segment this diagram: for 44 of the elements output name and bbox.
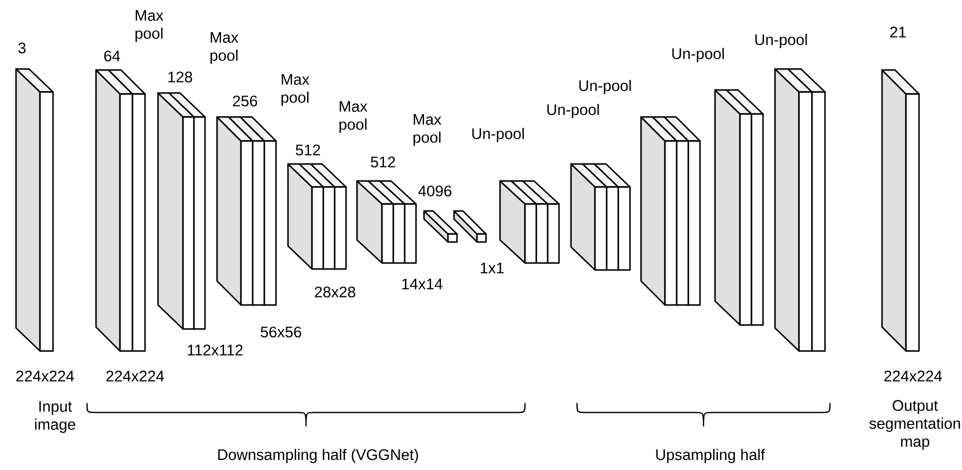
size-label: 224x224	[16, 370, 74, 382]
pool-label: Un-pool	[672, 48, 724, 62]
layer-block	[453, 210, 487, 243]
size-label: 224x224	[106, 370, 164, 382]
layer-block	[640, 116, 701, 306]
channel-count: 64	[104, 50, 120, 62]
layer-block	[287, 163, 347, 270]
pool-label: Un-pool	[472, 128, 524, 142]
pool-label: Max pool	[414, 114, 442, 146]
layer-block	[356, 180, 417, 264]
layer-block	[570, 163, 631, 271]
layer-block	[714, 89, 764, 326]
bracket-label: Upsampling half	[656, 448, 765, 464]
layer-block	[881, 69, 920, 352]
size-label: 56x56	[260, 326, 302, 338]
channel-count: 3	[18, 42, 26, 54]
channel-count: 4096	[418, 186, 452, 196]
layer-block	[774, 68, 826, 352]
channel-count: 128	[168, 72, 192, 82]
layer-block	[95, 69, 146, 352]
channel-count: 512	[296, 144, 320, 156]
layer-block	[423, 210, 458, 243]
pool-label: Max pool	[340, 101, 368, 133]
pool-label: Un-pool	[755, 34, 807, 48]
size-label: 112x112	[188, 344, 243, 356]
layer-block	[499, 180, 560, 264]
pool-label: Max pool	[210, 32, 238, 64]
layer-block	[15, 68, 54, 352]
layer-block	[157, 92, 206, 330]
pool-label: Un-pool	[579, 80, 631, 94]
size-label: 14x14	[402, 278, 442, 290]
channel-count: 256	[233, 96, 258, 106]
pool-label: Max pool	[136, 10, 164, 42]
channel-count: 512	[370, 156, 396, 168]
caption-text: Input image	[35, 401, 76, 433]
bracket-label: Downsampling half (VGGNet)	[218, 448, 418, 464]
size-label: 28x28	[314, 286, 356, 298]
layer-block	[216, 116, 277, 306]
size-label: 1x1	[480, 262, 504, 274]
pool-label: Un-pool	[547, 104, 599, 118]
channel-count: 21	[890, 26, 906, 38]
caption-text: Output segmentation map	[869, 400, 960, 450]
pool-label: Max pool	[282, 74, 310, 106]
size-label: 224x224	[884, 370, 942, 382]
